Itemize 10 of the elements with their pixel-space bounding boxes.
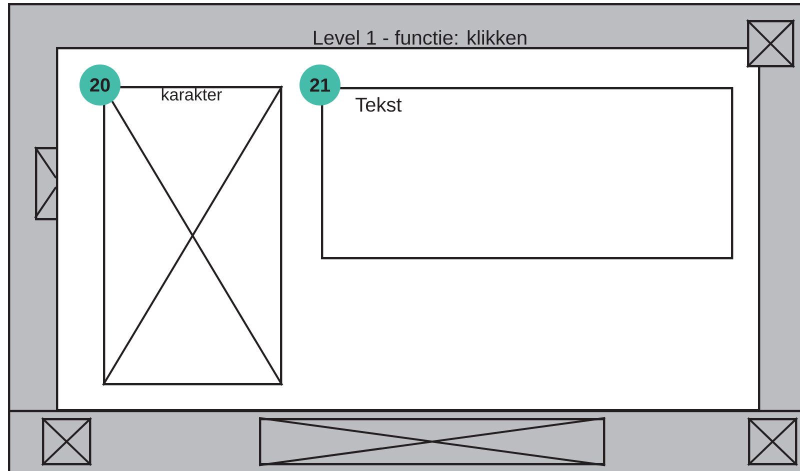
image-placeholder <box>41 417 92 466</box>
callout-number: 20 <box>80 64 120 106</box>
image-placeholder <box>34 146 58 220</box>
image-placeholder <box>258 417 606 466</box>
callout-number: 21 <box>300 64 340 106</box>
image-placeholder <box>747 417 798 466</box>
screen-title: Level 1 - functie: klikken <box>314 30 526 45</box>
box-label: Tekst <box>356 97 402 112</box>
image-placeholder <box>746 19 796 68</box>
box-label: karakter <box>162 88 222 101</box>
